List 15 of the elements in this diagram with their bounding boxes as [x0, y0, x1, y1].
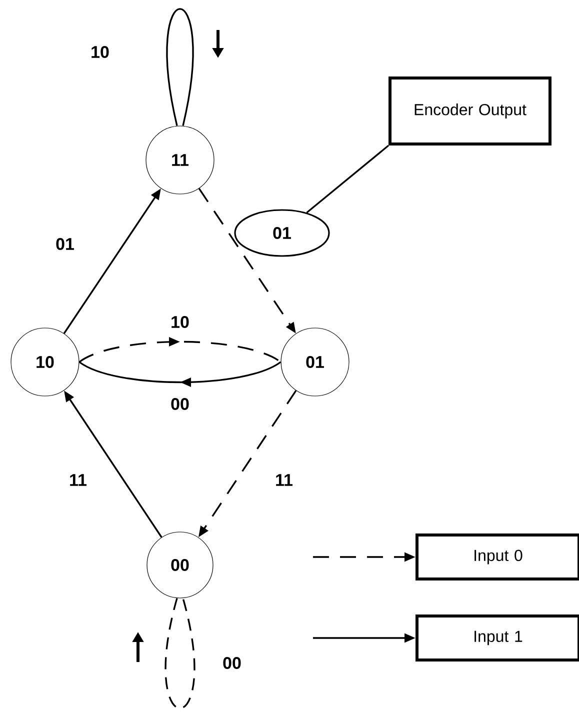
leader-line [306, 144, 390, 214]
legend-box: Input 0 [416, 534, 579, 580]
legend-box: Input 1 [416, 614, 579, 662]
leader-line [164, 598, 196, 709]
edge-label: 10 [90, 44, 110, 60]
edge-label: 00 [222, 656, 242, 670]
edge-label: 11 [274, 473, 294, 487]
edge-label: 11 [68, 473, 88, 487]
edge-label: 00 [170, 397, 190, 412]
output-box: Encoder Output [388, 76, 552, 146]
arrow [78, 361, 282, 387]
leader-line [166, 8, 194, 126]
edge-label: 01 [54, 236, 76, 252]
edge-label: 10 [170, 315, 190, 330]
arrow [78, 337, 282, 363]
